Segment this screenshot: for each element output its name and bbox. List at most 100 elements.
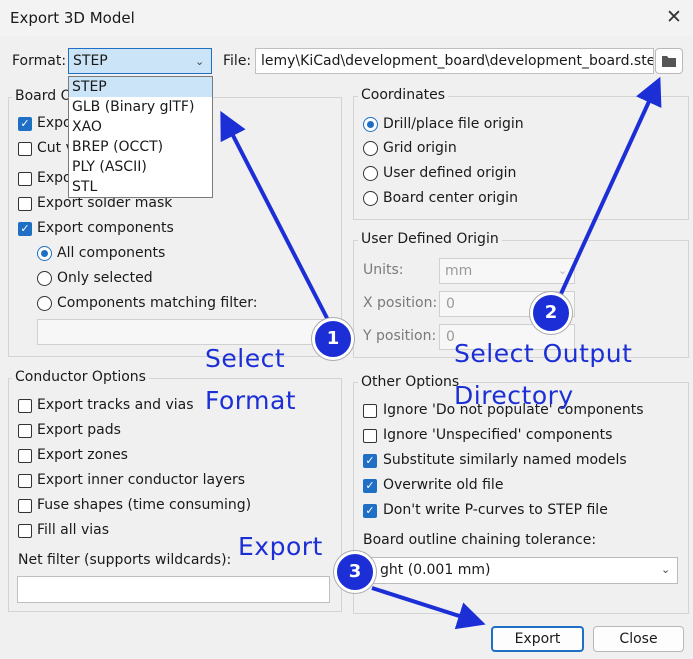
fuse-shapes-checkbox[interactable] — [18, 499, 32, 513]
checkbox-label: Export pads — [37, 422, 121, 438]
substitute-models-checkbox[interactable]: ✓ — [363, 454, 377, 468]
conductor-options-title: Conductor Options — [12, 369, 149, 385]
only-selected-radio[interactable] — [37, 271, 52, 286]
cut-vias-checkbox[interactable] — [18, 142, 32, 156]
checkbox-label: Export tracks and vias — [37, 397, 194, 413]
annotation-select-output: Directory — [454, 381, 574, 410]
board-options-title: Board O — [12, 88, 75, 104]
board-center-origin-radio[interactable] — [363, 191, 378, 206]
checkbox-label: Fuse shapes (time consuming) — [37, 497, 252, 513]
export-board-body-checkbox[interactable]: ✓ — [18, 117, 32, 131]
net-filter-label: Net filter (supports wildcards): — [18, 552, 232, 568]
format-selected-value: STEP — [73, 53, 108, 69]
format-option-stl[interactable]: STL — [72, 179, 98, 195]
all-components-radio[interactable] — [37, 246, 52, 261]
radio-label: Only selected — [57, 270, 153, 286]
format-dropdown-list: STEP GLB (Binary glTF) XAO BREP (OCCT) P… — [68, 76, 213, 198]
units-value: mm — [445, 263, 473, 279]
file-path-value: lemy\KiCad\development_board\development… — [261, 53, 654, 69]
window-title: Export 3D Model — [10, 9, 135, 27]
other-options-title: Other Options — [358, 374, 463, 390]
tolerance-value: ght (0.001 mm) — [380, 562, 491, 578]
checkbox-label: Export inner conductor layers — [37, 472, 246, 488]
units-select[interactable]: mm ⌄ — [439, 258, 575, 284]
export-button[interactable]: Export — [491, 626, 584, 652]
checkbox-label: Overwrite old file — [383, 477, 504, 493]
checkbox-label: Ignore 'Do not populate' components — [383, 402, 644, 418]
format-option-xao[interactable]: XAO — [72, 119, 102, 135]
folder-icon — [662, 56, 676, 67]
arrow-to-folder — [558, 76, 662, 297]
checkbox-label: Expo — [37, 170, 72, 186]
export-tracks-vias-checkbox[interactable] — [18, 399, 32, 413]
format-option-brep[interactable]: BREP (OCCT) — [72, 139, 164, 155]
radio-label: Grid origin — [383, 140, 457, 156]
close-icon[interactable]: ✕ — [666, 6, 682, 28]
annotation-select-output: Select Output — [454, 339, 633, 368]
overwrite-file-checkbox[interactable]: ✓ — [363, 479, 377, 493]
annotation-select-format: Format — [205, 386, 297, 415]
checkbox-label: Fill all vias — [37, 522, 110, 538]
check-icon: ✓ — [365, 479, 375, 492]
ignore-unspecified-checkbox[interactable] — [363, 429, 377, 443]
step-badge-2: 2 — [530, 292, 572, 334]
radio-label: Components matching filter: — [57, 295, 258, 311]
conductor-options-group — [8, 378, 342, 612]
chevron-down-icon: ⌄ — [195, 55, 205, 68]
format-option-step[interactable]: STEP — [69, 77, 212, 97]
user-defined-origin-radio[interactable] — [363, 166, 378, 181]
y-position-value: 0 — [446, 329, 455, 345]
radio-label: Drill/place file origin — [383, 116, 524, 132]
arrow-to-format — [220, 110, 330, 321]
check-icon: ✓ — [20, 117, 30, 130]
radio-label: Board center origin — [383, 190, 518, 206]
title-bar — [0, 0, 693, 36]
ignore-dnp-checkbox[interactable] — [363, 404, 377, 418]
export-inner-layers-checkbox[interactable] — [18, 474, 32, 488]
no-pcurves-checkbox[interactable]: ✓ — [363, 504, 377, 518]
checkbox-label: Expo — [37, 115, 72, 131]
user-origin-title: User Defined Origin — [358, 231, 502, 247]
format-option-ply[interactable]: PLY (ASCII) — [72, 159, 147, 175]
close-button[interactable]: Close — [593, 626, 684, 652]
export-silkscreen-checkbox[interactable] — [18, 172, 32, 186]
export-zones-checkbox[interactable] — [18, 449, 32, 463]
net-filter-input[interactable] — [17, 576, 330, 603]
units-label: Units: — [363, 262, 404, 278]
y-position-label: Y position: — [363, 328, 437, 344]
checkbox-label: Ignore 'Unspecified' components — [383, 427, 613, 443]
matching-filter-radio[interactable] — [37, 296, 52, 311]
export-solder-mask-checkbox[interactable] — [18, 197, 32, 211]
browse-folder-button[interactable] — [655, 48, 683, 74]
tolerance-select[interactable]: ght (0.001 mm) ⌄ — [363, 557, 678, 584]
annotation-export: Export — [238, 532, 323, 561]
tolerance-label: Board outline chaining tolerance: — [363, 532, 597, 548]
x-position-value: 0 — [446, 296, 455, 312]
checkbox-label: Don't write P-curves to STEP file — [383, 502, 608, 518]
arrow-to-export — [371, 586, 486, 630]
user-origin-group — [353, 240, 689, 358]
x-position-label: X position: — [363, 295, 438, 311]
check-icon: ✓ — [365, 454, 375, 467]
checkbox-label: Export zones — [37, 447, 128, 463]
file-label: File: — [223, 53, 252, 69]
format-select[interactable]: STEP ⌄ — [68, 48, 212, 74]
coordinates-group — [353, 96, 689, 220]
check-icon: ✓ — [20, 222, 30, 235]
format-option-glb[interactable]: GLB (Binary glTF) — [72, 99, 195, 115]
grid-origin-radio[interactable] — [363, 141, 378, 156]
file-path-input[interactable]: lemy\KiCad\development_board\development… — [255, 48, 654, 74]
check-icon: ✓ — [365, 504, 375, 517]
format-label: Format: — [12, 53, 67, 69]
export-components-checkbox[interactable]: ✓ — [18, 222, 32, 236]
radio-label: User defined origin — [383, 165, 517, 181]
checkbox-label: Cut v — [37, 140, 74, 156]
fill-all-vias-checkbox[interactable] — [18, 524, 32, 538]
radio-label: All components — [57, 245, 166, 261]
step-badge-1: 1 — [312, 318, 354, 360]
drill-place-origin-radio[interactable] — [363, 117, 378, 132]
checkbox-label: Export components — [37, 220, 174, 236]
export-pads-checkbox[interactable] — [18, 424, 32, 438]
chevron-down-icon: ⌄ — [558, 264, 568, 277]
